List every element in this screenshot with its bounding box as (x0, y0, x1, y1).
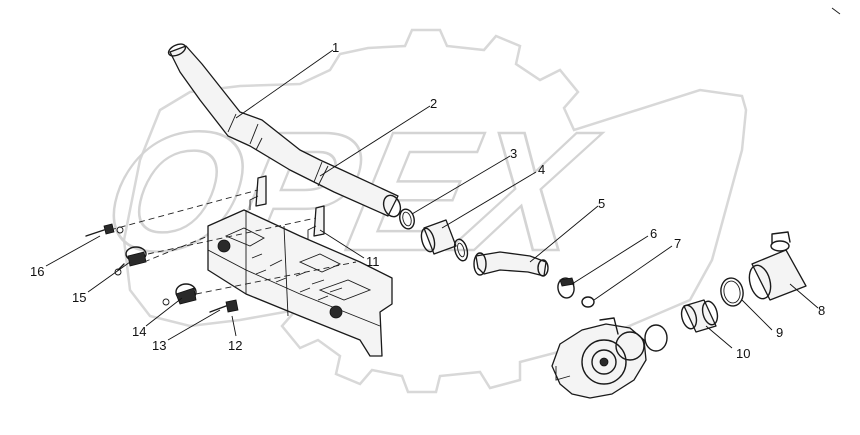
heat-shield-bracket (207, 209, 393, 357)
part-4-sleeve (420, 219, 469, 262)
callout-14: 14 (132, 324, 146, 339)
part-3-ring (399, 208, 415, 230)
callout-3: 3 (510, 146, 517, 161)
callout-15: 15 (72, 290, 86, 305)
part-11-brackets (249, 175, 325, 240)
callout-4: 4 (538, 162, 545, 177)
assembly-lines (109, 189, 357, 295)
callout-2: 2 (430, 96, 437, 111)
callout-16: 16 (30, 264, 44, 279)
callout-6: 6 (650, 226, 657, 241)
part-5-elbow-hose (473, 251, 549, 277)
part-9-ring (720, 277, 744, 307)
callout-labels: 1 2 3 4 5 6 7 8 9 10 11 12 13 14 15 16 (30, 40, 825, 361)
part-6-clamp (557, 277, 575, 299)
callout-11: 11 (366, 254, 380, 269)
part-14-clamp (162, 283, 197, 306)
part-13-bolt (209, 299, 239, 313)
part-8-outlet-pipe (748, 231, 807, 301)
part-16-bolt (85, 223, 124, 237)
callout-7: 7 (674, 236, 681, 251)
callout-8: 8 (818, 303, 825, 318)
watermark-gear (122, 28, 748, 394)
callout-12: 12 (228, 338, 242, 353)
part-10-ring (644, 324, 668, 352)
part-1-exhaust-pipe (167, 43, 402, 218)
callout-1: 1 (332, 40, 339, 55)
callout-10: 10 (736, 346, 750, 361)
callout-9: 9 (776, 325, 783, 340)
leader-lines (45, 49, 819, 349)
callout-13: 13 (152, 338, 166, 353)
turbocharger (551, 317, 647, 399)
corner-mark (831, 7, 841, 15)
part-7-gasket (581, 296, 595, 308)
part-10-short-sleeve (680, 299, 719, 333)
callout-5: 5 (598, 196, 605, 211)
